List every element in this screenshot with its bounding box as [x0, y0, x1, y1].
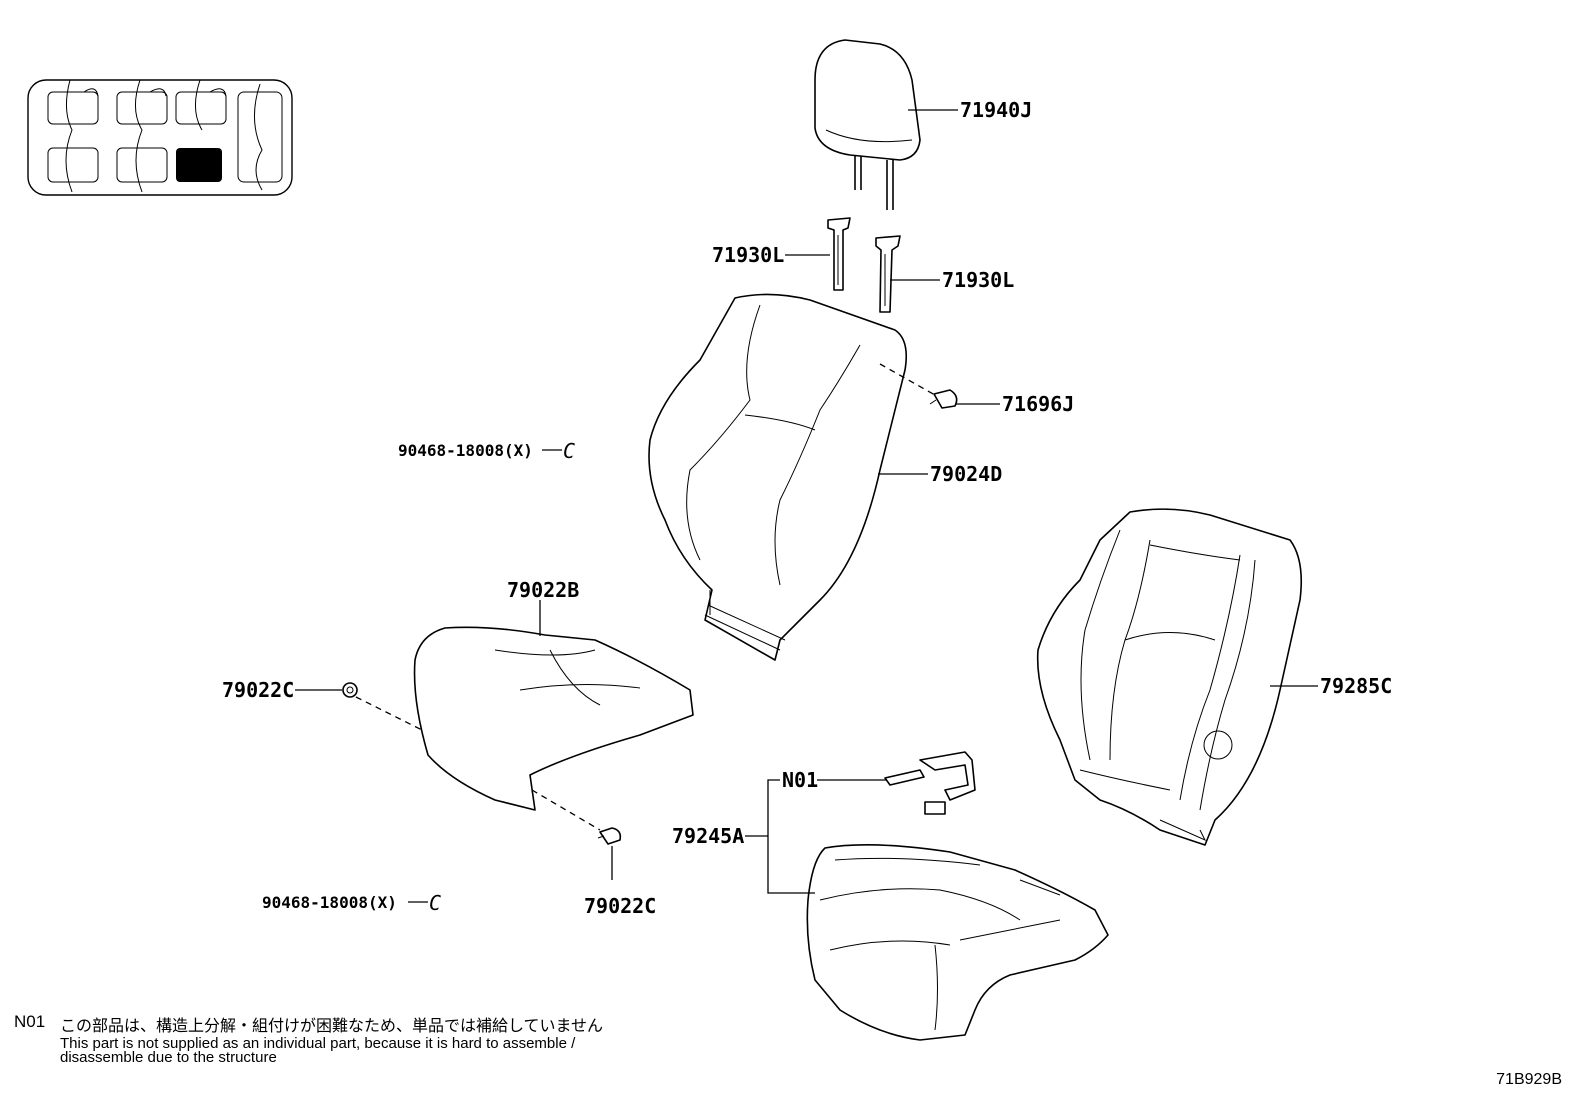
label-cushion-pad: 79245A	[672, 824, 744, 848]
clip-part	[929, 389, 958, 409]
leader-lines	[295, 109, 1318, 903]
seatback-pad-part	[1036, 508, 1303, 846]
selected-seat-marker	[176, 148, 222, 182]
ring-marks: C C	[429, 439, 575, 915]
diagram-code: 71B929B	[1496, 1071, 1562, 1088]
seatback-cover-part	[648, 293, 908, 661]
label-support-left: 71930L	[712, 243, 784, 267]
label-fastener-upper: 79022C	[222, 678, 294, 702]
label-back-cover: 79024D	[930, 462, 1002, 486]
label-harness: N01	[782, 768, 818, 792]
headrest-support-right-part	[875, 235, 901, 313]
footnote-english-line2: disassemble due to the structure	[60, 1049, 277, 1066]
cushion-fastener-lower-part	[597, 827, 622, 845]
footnote-japanese: この部品は、構造上分解・組付けが困難なため、単品では補給していません	[60, 1016, 604, 1035]
ring-mark-lower: C	[429, 891, 441, 915]
cushion-pad-part	[806, 844, 1109, 1041]
label-ring-lower: 90468-18008(X)	[262, 893, 397, 912]
label-headrest: 71940J	[960, 98, 1032, 122]
label-cushion-cover: 79022B	[507, 578, 579, 602]
seat-locator-icon	[27, 79, 293, 196]
headrest-part	[814, 39, 921, 210]
cushion-cover-part	[413, 626, 694, 811]
harness-part	[884, 751, 976, 815]
footnote-english: This part is not supplied as an individu…	[60, 1035, 720, 1066]
ring-mark-upper: C	[563, 439, 575, 463]
cushion-fastener-upper-part	[342, 682, 358, 698]
footnote-english-line1: This part is not supplied as an individu…	[60, 1035, 576, 1052]
footnote-code: N01	[14, 1012, 46, 1031]
label-ring-upper: 90468-18008(X)	[398, 441, 533, 460]
label-back-pad: 79285C	[1320, 674, 1392, 698]
label-fastener-lower: 79022C	[584, 894, 656, 918]
label-support-right: 71930L	[942, 268, 1014, 292]
headrest-support-left-part	[827, 217, 851, 291]
label-clip: 71696J	[1002, 392, 1074, 416]
